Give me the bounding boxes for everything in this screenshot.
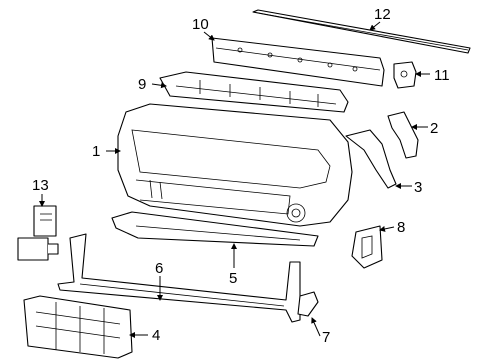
callout-6: 6 [155, 260, 163, 277]
leader-lines [39, 21, 430, 338]
part-3-side-support [345, 129, 397, 189]
callout-1: 1 [92, 143, 100, 160]
part-2-side-bracket [387, 111, 419, 159]
part-4-lower-radiator-support [23, 295, 133, 359]
part-10-upper-crossmember [211, 37, 385, 87]
callout-13: 13 [32, 177, 49, 194]
callout-8: 8 [397, 219, 405, 236]
part-5-lower-deflector [111, 211, 319, 247]
part-1-bumper-fascia [117, 103, 353, 227]
part-11-bracket [393, 61, 417, 89]
part-8-vent-insert [351, 225, 383, 269]
callout-10: 10 [192, 16, 209, 33]
part-12-seal-strip [252, 9, 471, 54]
callout-2: 2 [430, 120, 438, 137]
callout-9: 9 [138, 76, 146, 93]
callout-5: 5 [229, 270, 237, 287]
callout-4: 4 [152, 327, 160, 344]
part-7-small-bracket [297, 291, 319, 317]
part-9-grille-reinforcement [159, 71, 349, 113]
part-6-lower-support [57, 233, 301, 323]
callout-3: 3 [414, 179, 422, 196]
callout-11: 11 [434, 67, 450, 84]
part-13-sensor [17, 205, 59, 261]
callout-12: 12 [374, 6, 391, 23]
callout-7: 7 [322, 329, 330, 346]
